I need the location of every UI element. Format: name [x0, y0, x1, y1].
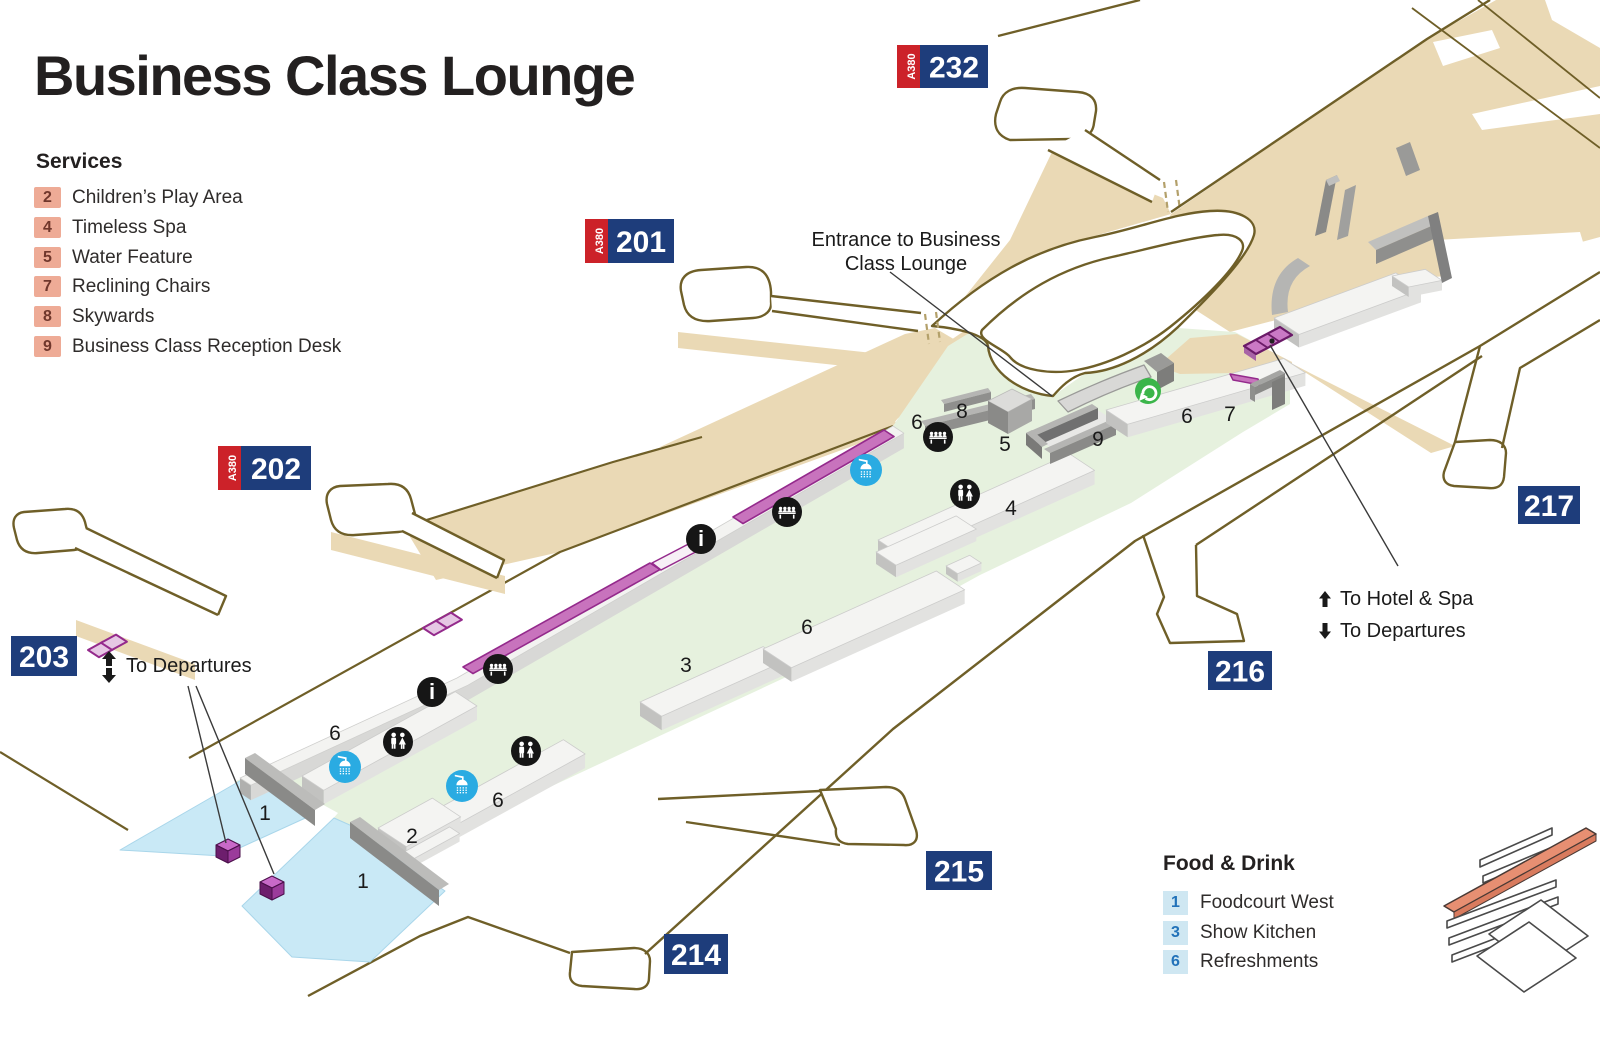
svg-text:216: 216 [1215, 656, 1265, 689]
svg-text:6: 6 [329, 722, 341, 745]
svg-text:6: 6 [801, 616, 813, 639]
svg-text:8: 8 [956, 400, 968, 423]
svg-text:1: 1 [357, 870, 369, 893]
svg-text:5: 5 [999, 433, 1011, 456]
svg-text:2: 2 [406, 825, 418, 848]
svg-text:214: 214 [671, 939, 721, 972]
svg-text:4: 4 [1005, 497, 1017, 520]
svg-text:9: 9 [1092, 428, 1104, 451]
svg-text:A380: A380 [227, 455, 239, 481]
svg-text:202: 202 [251, 453, 301, 486]
svg-text:A380: A380 [594, 228, 606, 254]
svg-text:i: i [429, 679, 435, 704]
svg-text:201: 201 [616, 226, 666, 259]
svg-text:A380: A380 [906, 53, 918, 79]
svg-text:3: 3 [680, 654, 692, 677]
svg-text:6: 6 [492, 789, 504, 812]
svg-text:6: 6 [911, 411, 923, 434]
svg-text:215: 215 [934, 856, 984, 889]
svg-text:203: 203 [19, 641, 69, 674]
svg-text:6: 6 [1181, 405, 1193, 428]
svg-text:217: 217 [1524, 490, 1574, 523]
svg-text:1: 1 [259, 802, 271, 825]
svg-text:i: i [698, 526, 704, 551]
svg-text:7: 7 [1224, 403, 1236, 426]
svg-text:232: 232 [929, 52, 979, 85]
